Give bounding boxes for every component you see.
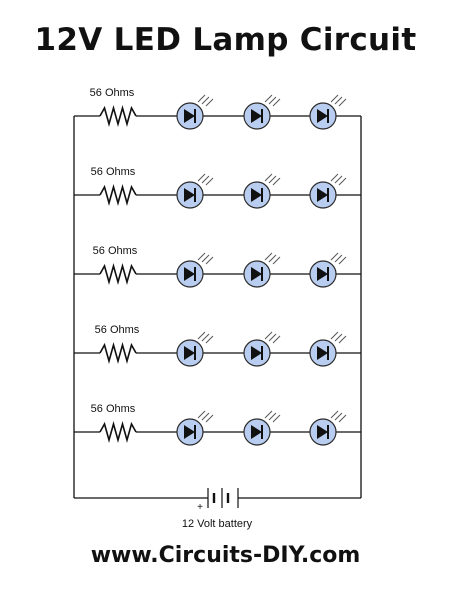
battery-polarity: + (197, 502, 203, 513)
led-anode-triangle (251, 267, 262, 281)
led-light-ray (197, 94, 206, 103)
led-light-ray (338, 335, 347, 344)
led-light-ray (201, 254, 210, 263)
led-light-ray (334, 96, 343, 105)
branch-row: 56 Ohms (74, 403, 361, 446)
led-light-ray (201, 175, 210, 184)
resistor-label: 56 Ohms (95, 324, 140, 336)
branch-row: 56 Ohms (74, 324, 361, 367)
resistor-label: 56 Ohms (91, 166, 136, 178)
led-light-ray (338, 98, 347, 107)
led-light-ray (201, 333, 210, 342)
resistor-symbol (99, 105, 137, 127)
led-anode-triangle (251, 346, 262, 360)
resistor-symbol (99, 421, 137, 443)
led-light-ray (205, 256, 214, 265)
led-light-ray (197, 410, 206, 419)
led-anode-triangle (317, 346, 328, 360)
branch-row: 56 Ohms (74, 166, 361, 209)
resistor-symbol (99, 342, 137, 364)
led-icon (176, 331, 214, 367)
resistor-symbol (99, 184, 137, 206)
branch-row: 56 Ohms (74, 87, 361, 130)
led-anode-triangle (184, 425, 195, 439)
footer-url: www.Circuits-DIY.com (90, 543, 361, 568)
led-light-ray (264, 252, 273, 261)
led-light-ray (197, 331, 206, 340)
led-icon (309, 94, 347, 130)
led-light-ray (338, 177, 347, 186)
led-icon (176, 252, 214, 288)
wires (73, 116, 362, 499)
led-light-ray (268, 96, 277, 105)
led-light-ray (205, 98, 214, 107)
led-light-ray (334, 175, 343, 184)
led-light-ray (264, 410, 273, 419)
resistor-symbol (99, 263, 137, 285)
led-icon (309, 252, 347, 288)
led-anode-triangle (184, 267, 195, 281)
led-light-ray (272, 98, 281, 107)
led-icon (309, 173, 347, 209)
resistor-label: 56 Ohms (93, 245, 138, 257)
branch-row: 56 Ohms (74, 245, 361, 288)
led-light-ray (338, 256, 347, 265)
led-light-ray (197, 173, 206, 182)
led-light-ray (330, 173, 339, 182)
led-light-ray (268, 254, 277, 263)
led-anode-triangle (184, 109, 195, 123)
led-anode-triangle (184, 346, 195, 360)
battery: +12 Volt battery (182, 488, 253, 530)
led-light-ray (334, 254, 343, 263)
led-light-ray (205, 335, 214, 344)
led-light-ray (201, 412, 210, 421)
led-icon (243, 173, 281, 209)
led-icon (243, 410, 281, 446)
resistor-label: 56 Ohms (91, 403, 136, 415)
led-icon (309, 331, 347, 367)
led-anode-triangle (251, 188, 262, 202)
led-anode-triangle (317, 188, 328, 202)
battery-label: 12 Volt battery (182, 518, 253, 530)
led-light-ray (272, 414, 281, 423)
led-light-ray (264, 173, 273, 182)
branches: 56 Ohms 56 Ohms 56 Ohms 56 Ohms 56 Ohms (74, 87, 361, 446)
led-light-ray (330, 331, 339, 340)
led-light-ray (334, 333, 343, 342)
led-icon (176, 173, 214, 209)
led-light-ray (205, 177, 214, 186)
led-light-ray (268, 412, 277, 421)
led-anode-triangle (251, 109, 262, 123)
led-icon (176, 94, 214, 130)
led-icon (176, 410, 214, 446)
led-icon (243, 94, 281, 130)
led-light-ray (272, 177, 281, 186)
led-light-ray (338, 414, 347, 423)
led-anode-triangle (184, 188, 195, 202)
led-light-ray (197, 252, 206, 261)
led-light-ray (268, 333, 277, 342)
led-light-ray (272, 256, 281, 265)
led-anode-triangle (317, 109, 328, 123)
led-icon (309, 410, 347, 446)
led-light-ray (330, 94, 339, 103)
led-light-ray (268, 175, 277, 184)
led-anode-triangle (317, 267, 328, 281)
led-anode-triangle (317, 425, 328, 439)
led-light-ray (264, 331, 273, 340)
led-icon (243, 331, 281, 367)
led-light-ray (334, 412, 343, 421)
led-light-ray (205, 414, 214, 423)
led-light-ray (272, 335, 281, 344)
led-anode-triangle (251, 425, 262, 439)
led-icon (243, 252, 281, 288)
led-light-ray (330, 410, 339, 419)
led-light-ray (264, 94, 273, 103)
led-light-ray (201, 96, 210, 105)
led-light-ray (330, 252, 339, 261)
page-title: 12V LED Lamp Circuit (34, 22, 417, 58)
resistor-label: 56 Ohms (90, 87, 135, 99)
